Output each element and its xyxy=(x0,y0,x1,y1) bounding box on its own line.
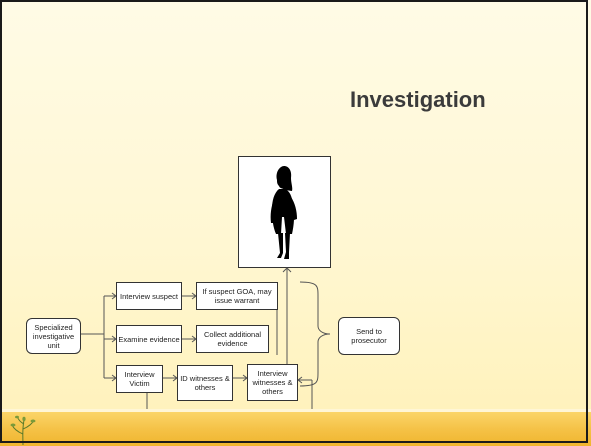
node-interview-witnesses: Interview witnesses & others xyxy=(247,364,298,401)
silhouette-woman-icon xyxy=(270,166,297,259)
silhouette-image-frame xyxy=(238,156,331,268)
node-id-witnesses: ID witnesses & others xyxy=(177,365,233,401)
node-interview-suspect: Interview suspect xyxy=(116,282,182,310)
node-collect-evidence: Collect additional evidence xyxy=(196,325,269,353)
node-send-to-prosecutor: Send to prosecutor xyxy=(338,317,400,355)
footer-bar xyxy=(0,412,591,446)
node-specialized-investigative-unit: Specialized investigative unit xyxy=(26,318,81,354)
node-interview-victim: Interview Victim xyxy=(116,365,163,393)
slide-title: Investigation xyxy=(350,87,486,112)
footer-divider xyxy=(0,409,591,412)
plant-sprig-icon xyxy=(10,415,36,446)
node-examine-evidence: Examine evidence xyxy=(116,325,182,353)
node-if-suspect-goa: If suspect GOA, may issue warrant xyxy=(196,282,278,310)
